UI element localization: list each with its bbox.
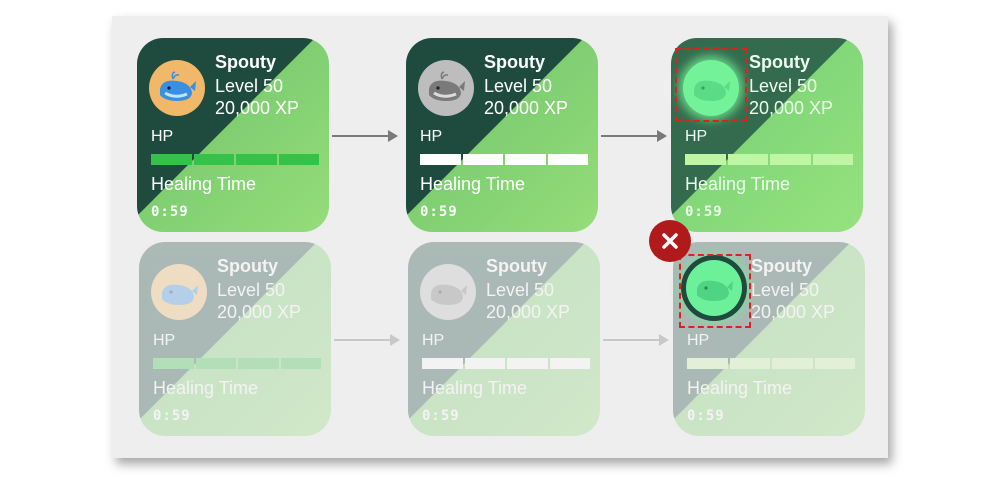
healing-time-label: Healing Time	[151, 174, 257, 194]
healing-time-label: Healing Time	[685, 174, 791, 194]
hp-bar	[687, 358, 855, 369]
creature-xp: 20,000 XP	[749, 98, 834, 118]
healing-timer: 0:59	[422, 408, 460, 424]
creature-name: Spouty	[215, 52, 276, 72]
hp-label: HP	[151, 128, 174, 145]
creature-level: Level 50	[751, 280, 820, 300]
whale-icon	[418, 60, 474, 116]
creature-card-healing-faded: Spouty Level 50 20,000 XP HP Healing Tim…	[673, 242, 865, 436]
whale-icon	[683, 60, 739, 116]
hp-bar	[420, 154, 588, 165]
whale-icon	[686, 260, 742, 316]
healing-time-label: Healing Time	[420, 174, 526, 194]
arrow-right-icon	[332, 130, 398, 142]
creature-xp: 20,000 XP	[215, 98, 300, 118]
healing-time-label: Healing Time	[153, 378, 259, 398]
healing-timer: 0:59	[687, 408, 725, 424]
creature-name: Spouty	[751, 256, 812, 276]
arrow-right-icon	[601, 130, 667, 142]
arrow-right-icon	[603, 334, 669, 346]
healing-timer: 0:59	[685, 204, 723, 220]
creature-level: Level 50	[484, 76, 553, 96]
hp-bar	[151, 154, 319, 165]
creature-card-zero-hp-faded: Spouty Level 50 20,000 XP HP Healing Tim…	[408, 242, 600, 436]
creature-name: Spouty	[484, 52, 545, 72]
creature-card-full-hp: Spouty Level 50 20,000 XP HP Healing Tim…	[137, 38, 329, 232]
arrow-right-icon	[334, 334, 400, 346]
creature-card-zero-hp: Spouty Level 50 20,000 XP HP Healing Tim…	[406, 38, 598, 232]
healing-time-label: Healing Time	[687, 378, 793, 398]
creature-level: Level 50	[486, 280, 555, 300]
close-icon	[649, 220, 691, 262]
hp-bar	[685, 154, 853, 165]
creature-level: Level 50	[215, 76, 284, 96]
whale-icon	[151, 264, 207, 320]
creature-name: Spouty	[217, 256, 278, 276]
whale-icon	[420, 264, 476, 320]
healing-time-label: Healing Time	[422, 378, 528, 398]
creature-level: Level 50	[749, 76, 818, 96]
healing-timer: 0:59	[420, 204, 458, 220]
creature-level: Level 50	[217, 280, 286, 300]
healing-timer: 0:59	[153, 408, 191, 424]
creature-name: Spouty	[486, 256, 547, 276]
hp-label: HP	[422, 332, 445, 349]
whale-icon	[149, 60, 205, 116]
creature-xp: 20,000 XP	[486, 302, 571, 322]
hp-bar	[422, 358, 590, 369]
creature-xp: 20,000 XP	[751, 302, 836, 322]
hp-label: HP	[687, 332, 710, 349]
highlight-box	[679, 254, 751, 328]
hp-label: HP	[420, 128, 443, 145]
hp-bar	[153, 358, 321, 369]
hp-label: HP	[153, 332, 176, 349]
creature-card-full-hp-faded: Spouty Level 50 20,000 XP HP Healing Tim…	[139, 242, 331, 436]
creature-xp: 20,000 XP	[217, 302, 302, 322]
hp-label: HP	[685, 128, 708, 145]
creature-name: Spouty	[749, 52, 810, 72]
highlight-box	[675, 48, 747, 122]
creature-xp: 20,000 XP	[484, 98, 569, 118]
healing-timer: 0:59	[151, 204, 189, 220]
